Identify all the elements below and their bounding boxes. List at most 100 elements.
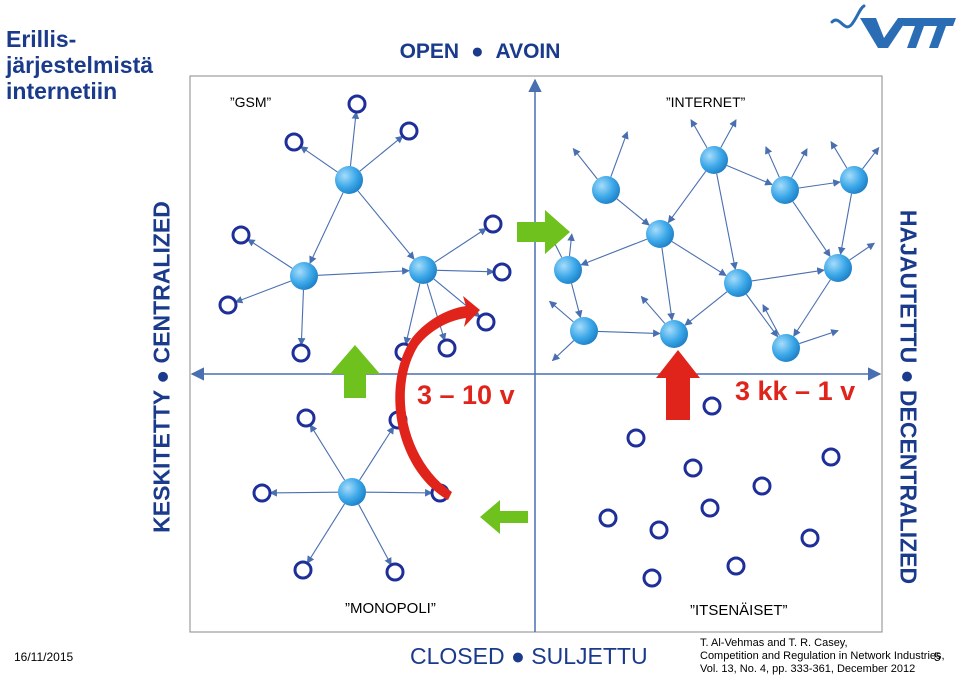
diagram-frame <box>189 75 883 633</box>
hub-node <box>592 176 620 204</box>
end-node <box>702 396 722 416</box>
arrow-left-icon <box>480 500 528 534</box>
network-edge <box>799 329 839 345</box>
axis-bottom-label: CLOSED ● SULJETTU <box>410 643 648 670</box>
reference-line: Vol. 13, No. 4, pp. 333-361, December 20… <box>700 663 916 675</box>
hub-node <box>554 256 582 284</box>
network-edge <box>572 147 598 180</box>
axis-dot: ● <box>510 643 525 669</box>
network-edge <box>436 267 495 276</box>
hub-node <box>771 176 799 204</box>
network-edge <box>849 242 875 261</box>
end-node <box>252 483 272 503</box>
hub-node <box>824 254 852 282</box>
network-edge <box>597 329 661 338</box>
quadrant-axes <box>190 78 882 632</box>
end-node <box>437 338 457 358</box>
end-node <box>492 262 512 282</box>
network-edge <box>690 119 708 149</box>
hub-node <box>335 166 363 194</box>
network-edge <box>359 135 404 172</box>
network-edges <box>234 111 880 566</box>
end-node <box>291 343 311 363</box>
arrow-up-red-icon <box>656 350 700 420</box>
network-edge <box>791 148 808 178</box>
network-edge <box>751 267 825 282</box>
hub-node <box>338 478 366 506</box>
network-edge <box>359 426 395 481</box>
vtt-logo-icon <box>830 4 956 48</box>
network-edge <box>793 279 831 337</box>
network-edge <box>616 198 650 226</box>
axis-suljettu: SULJETTU <box>531 643 648 669</box>
page-title: Erillis- järjestelmistä internetiin <box>6 26 154 104</box>
hub-node <box>724 269 752 297</box>
network-edge <box>309 424 346 481</box>
curved-arrow-icon <box>395 296 480 500</box>
network-hubs <box>290 146 868 506</box>
network-edge <box>661 247 675 321</box>
hub-node <box>409 256 437 284</box>
network-edge <box>317 267 410 276</box>
network-edge <box>234 280 292 304</box>
transition-time-right: 3 kk – 1 v <box>735 376 856 406</box>
hub-node <box>290 262 318 290</box>
network-edge <box>365 488 433 497</box>
end-node <box>642 568 662 588</box>
end-node <box>284 132 304 152</box>
quadrant-label-internet: ”INTERNET” <box>666 94 746 110</box>
hub-node <box>772 334 800 362</box>
network-edge <box>358 504 392 566</box>
network-edge <box>837 193 853 255</box>
page-number: 5 <box>934 650 941 664</box>
transition-arrows <box>330 210 700 534</box>
quadrant-label-itsenaiset: ”ITSENÄISET” <box>690 602 788 619</box>
axis-open: OPEN <box>399 40 460 63</box>
end-node <box>483 214 503 234</box>
network-edge <box>299 146 338 173</box>
network-edge <box>349 111 360 167</box>
network-edge <box>745 293 779 338</box>
network-edge <box>862 146 880 170</box>
network-edge <box>403 283 421 345</box>
network-edge <box>792 201 831 258</box>
network-edge <box>671 240 727 277</box>
end-node <box>385 562 405 582</box>
end-node <box>752 476 772 496</box>
network-nodes <box>218 94 841 588</box>
network-edge <box>610 131 629 178</box>
reference-line: Competition and Regulation in Network In… <box>700 650 945 662</box>
network-edge <box>798 179 841 189</box>
axis-avoin: AVOIN <box>495 40 561 63</box>
end-node <box>218 295 238 315</box>
end-node <box>598 508 618 528</box>
end-node <box>347 94 367 114</box>
end-node <box>293 560 313 580</box>
end-node <box>683 458 703 478</box>
network-edge <box>667 170 707 224</box>
axis-top-label: OPEN ● AVOIN <box>0 40 960 64</box>
network-edge <box>297 289 306 346</box>
network-edge <box>567 233 575 257</box>
quadrant-label-monopoli: ”MONOPOLI” <box>345 600 436 617</box>
network-edge <box>726 164 773 186</box>
network-edge <box>762 304 780 336</box>
end-node <box>399 121 419 141</box>
end-node <box>649 520 669 540</box>
end-node <box>626 428 646 448</box>
network-edge <box>684 291 728 326</box>
network-edge <box>830 141 848 169</box>
hub-node <box>570 317 598 345</box>
network-edge <box>357 190 415 260</box>
end-node <box>231 225 251 245</box>
network-edge <box>434 227 487 263</box>
end-node <box>700 498 720 518</box>
network-edge <box>247 238 293 269</box>
hub-node <box>646 220 674 248</box>
end-node <box>476 312 496 332</box>
quadrant-label-gsm: ”GSM” <box>230 94 272 110</box>
hub-node <box>660 320 688 348</box>
network-edge <box>426 283 447 342</box>
axis-dot: ● <box>470 40 484 63</box>
